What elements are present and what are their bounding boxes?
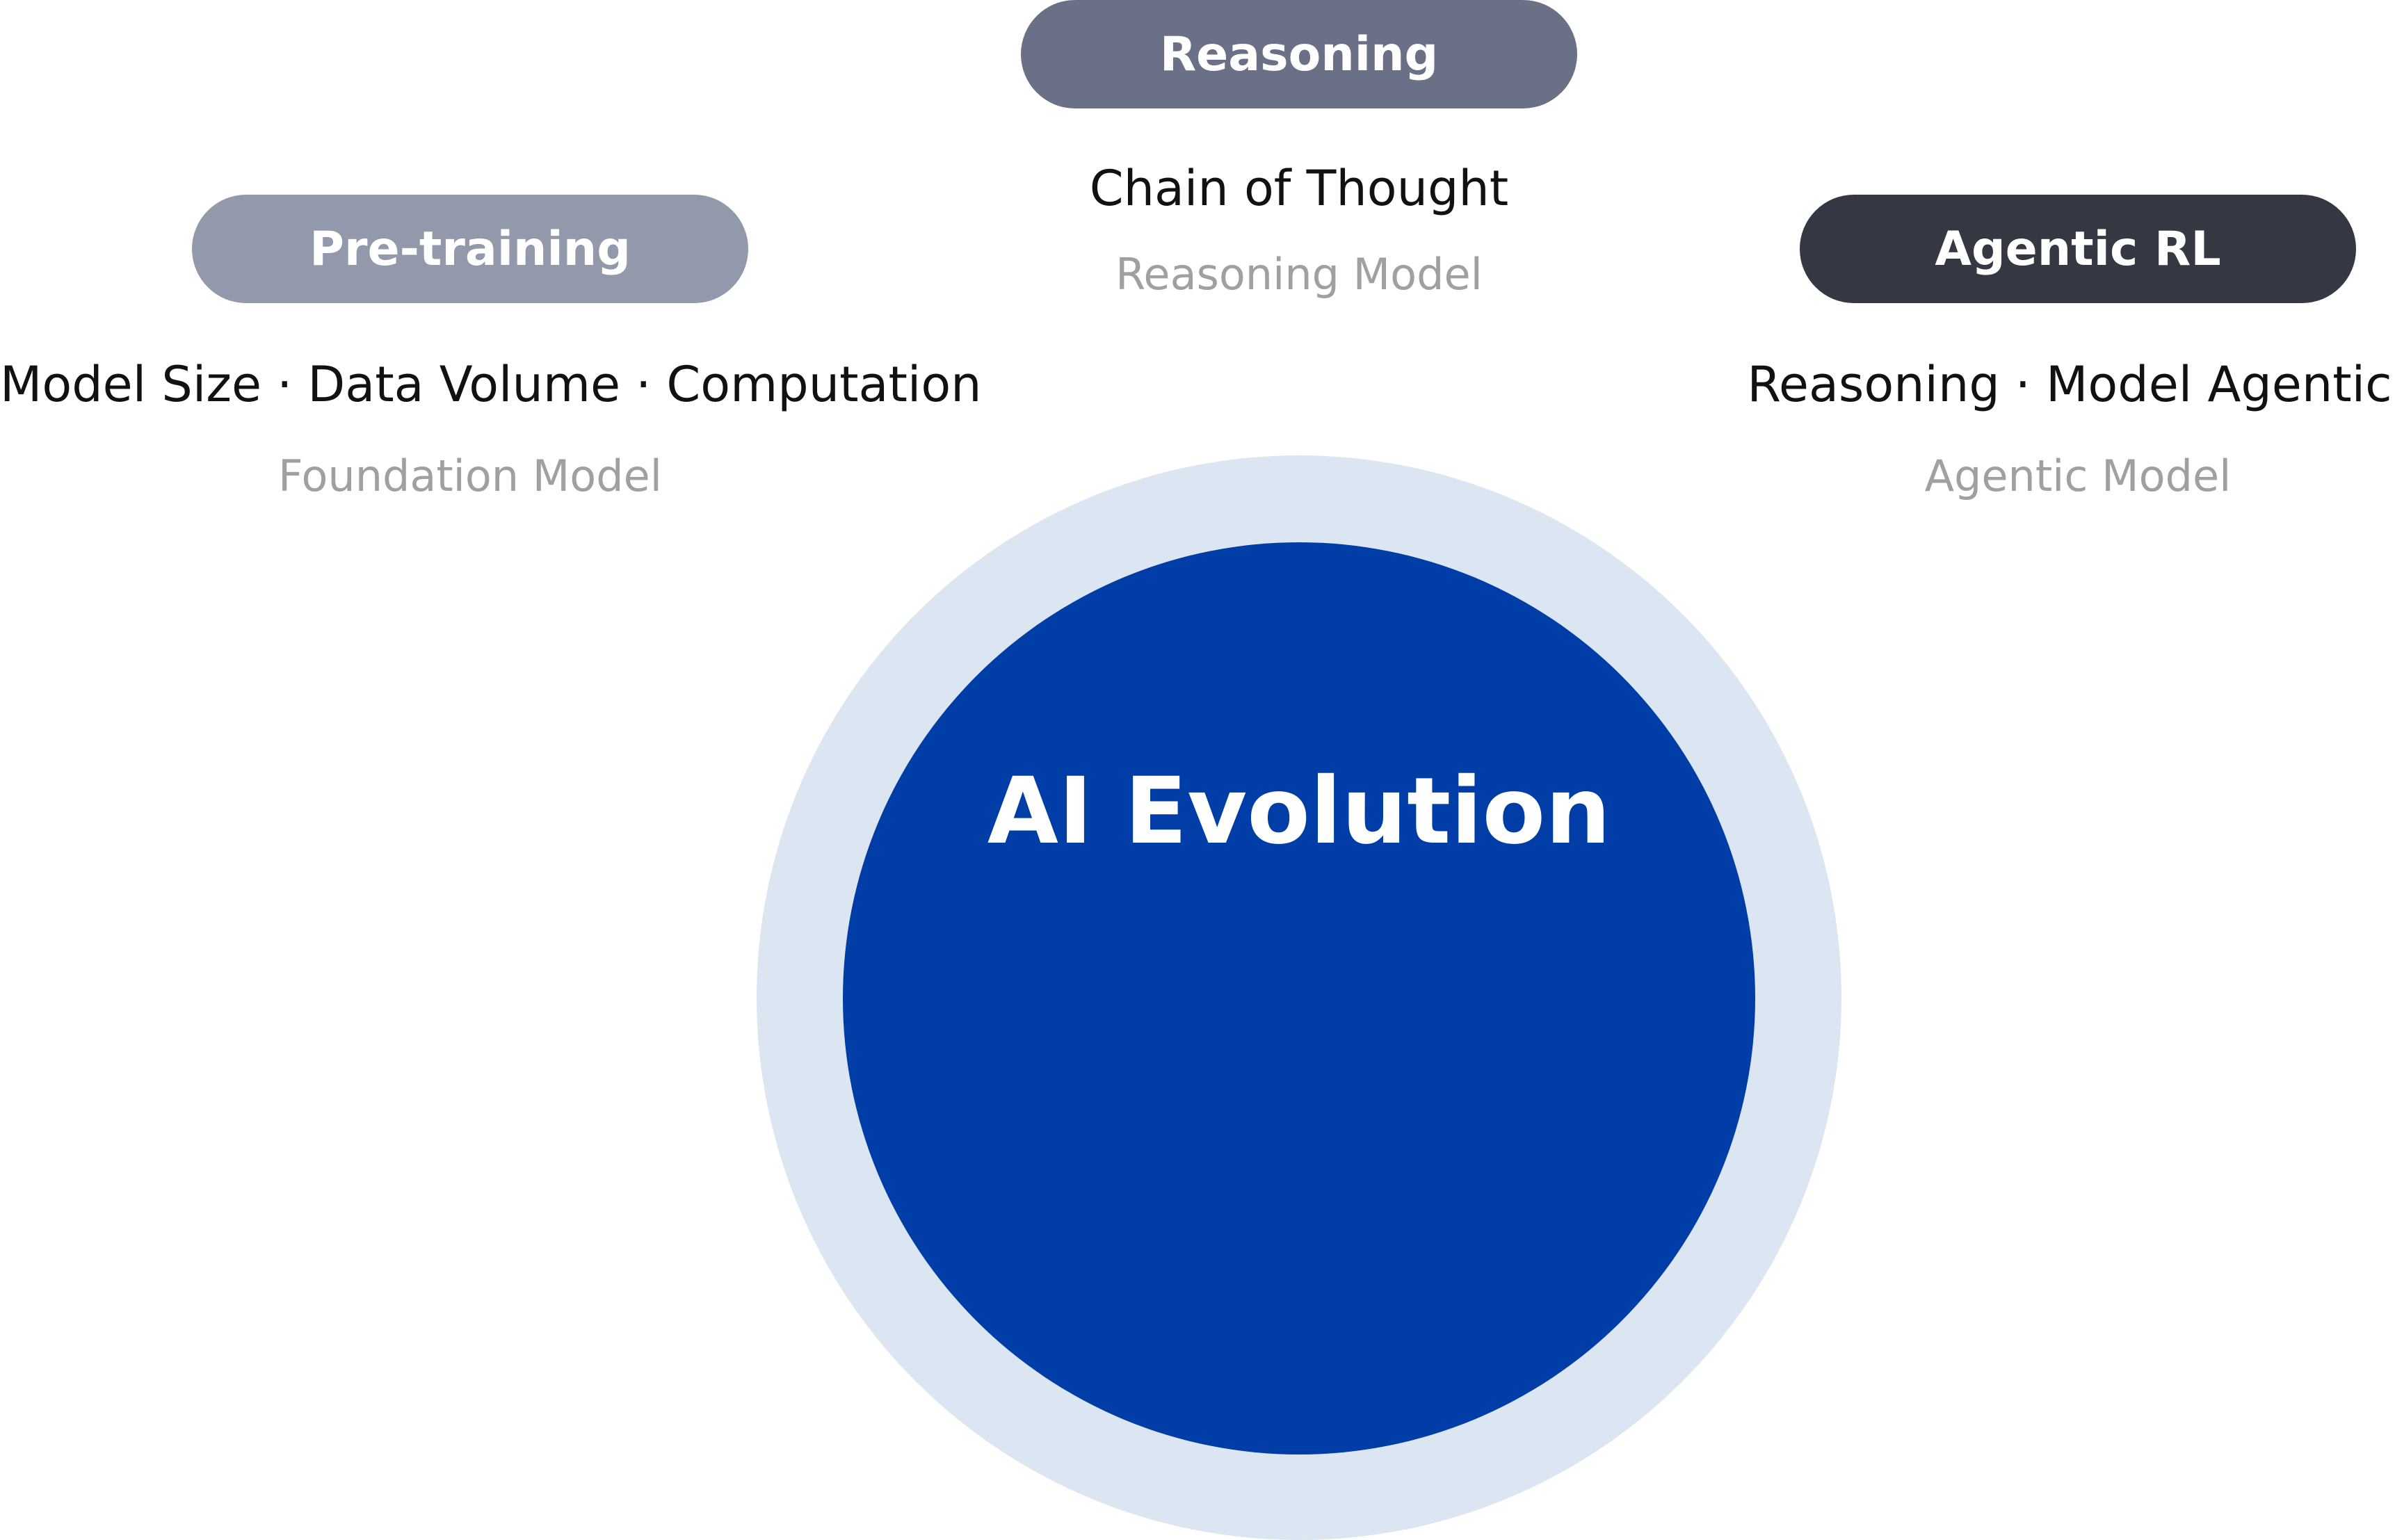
agentic-rl-pill: Agentic RL: [1800, 195, 2356, 303]
pretraining-separator-1: ·: [277, 356, 293, 413]
agentic-separator: ·: [2015, 356, 2031, 413]
chain-of-thought-label: Chain of Thought: [1089, 160, 1509, 217]
pretraining-item-computation: Computation: [666, 356, 982, 413]
pretraining-items: Model Size·Data Volume·Computation: [0, 356, 982, 413]
agentic-rl-label: Agentic RL: [1935, 221, 2221, 277]
center-title: AI Evolution: [987, 758, 1611, 865]
pretraining-pill: Pre-training: [192, 195, 748, 303]
pretraining-label: Pre-training: [309, 221, 631, 277]
foundation-model-label: Foundation Model: [278, 451, 662, 501]
agentic-item-model-agentic: Model Agentic: [2046, 356, 2392, 413]
reasoning-pill: Reasoning: [1021, 0, 1577, 108]
agentic-items: Reasoning · Model Agentic: [1744, 356, 2395, 413]
pretraining-item-data-volume: Data Volume: [307, 356, 621, 413]
reasoning-label: Reasoning: [1159, 26, 1439, 82]
agentic-item-reasoning: Reasoning: [1747, 356, 2000, 413]
pretraining-item-model-size: Model Size: [0, 356, 262, 413]
pretraining-separator-2: ·: [636, 356, 652, 413]
reasoning-model-label: Reasoning Model: [1115, 249, 1483, 300]
agentic-model-label: Agentic Model: [1924, 451, 2232, 501]
inner-circle: [843, 542, 1755, 1454]
